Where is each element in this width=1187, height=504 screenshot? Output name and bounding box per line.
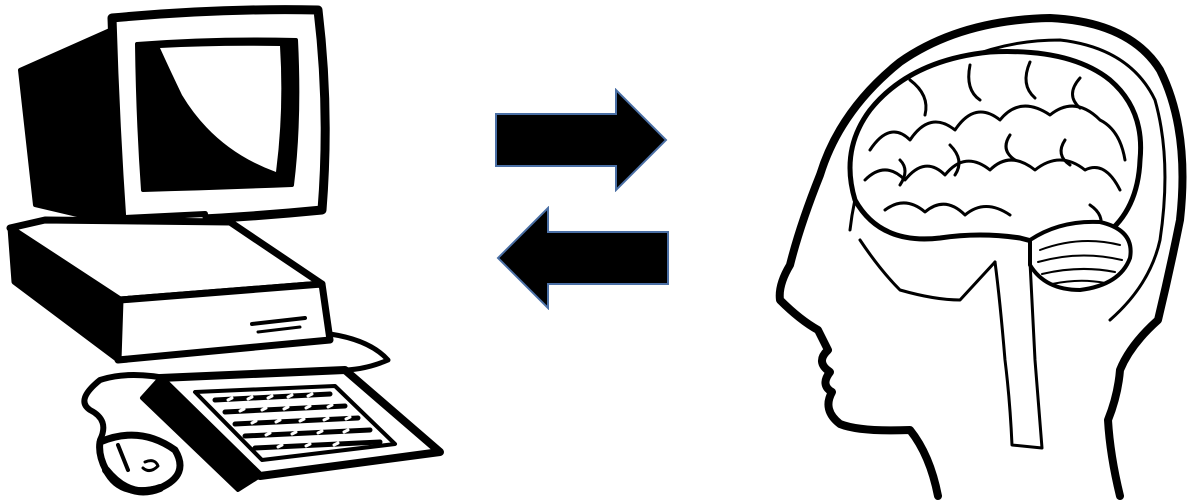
arrow-right-icon [494,88,670,192]
desktop-computer-icon [0,0,460,504]
head-with-brain-icon [760,0,1187,504]
arrow-left-icon [494,206,670,310]
